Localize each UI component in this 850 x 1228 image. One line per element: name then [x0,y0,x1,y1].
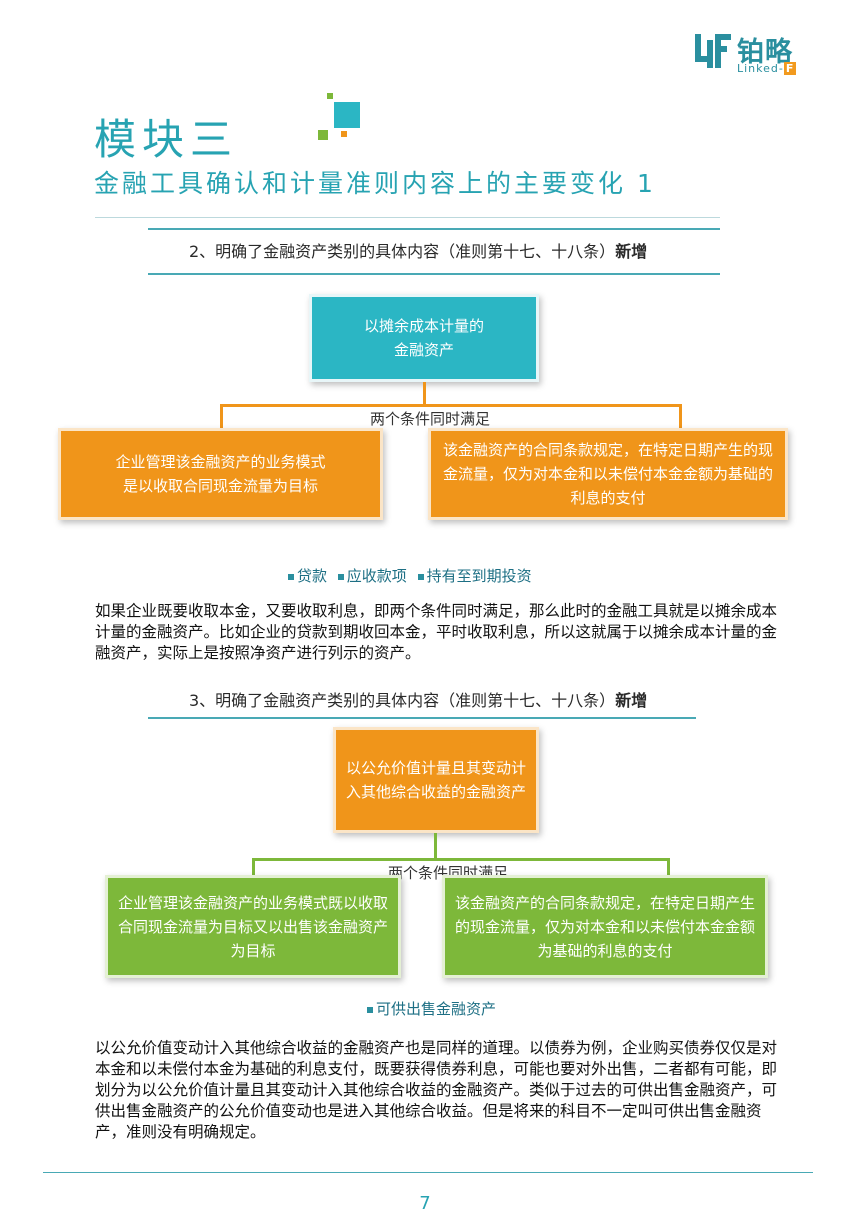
section2-bottom-rule [148,717,696,719]
connector-line [252,858,255,876]
contract-terms-box-2: 该金融资产的合同条款规定，在特定日期产生的现金流量，仅为对本金和以未偿付本金金额… [442,875,768,978]
decor-square [318,130,328,140]
fvoci-box: 以公允价值计量且其变动计入其他综合收益的金融资产 [333,727,539,833]
business-model-box: 企业管理该金融资产的业务模式 是以收取合同现金流量为目标 [58,428,383,520]
logo-name-en: Linked-F [737,62,797,75]
section1-paragraph: 如果企业既要收取本金，又要收取利息，即两个条件同时满足，那么此时的金融工具就是以… [95,602,778,662]
tag-item: 贷款 [288,567,327,585]
section1-condition-label: 两个条件同时满足 [370,410,491,428]
amortized-cost-box: 以摊余成本计量的 金融资产 [309,294,539,382]
linked-f-logo-icon [695,34,731,68]
section1-bottom-rule [148,273,720,275]
section1-title: 2、明确了金融资产类别的具体内容（准则第十七、十八条）新增 [189,242,648,261]
module-title: 模块三 [94,115,239,164]
connector-line [434,833,437,859]
logo-name-cn: 铂略 [737,37,793,68]
tag-item: 持有至到期投资 [417,567,532,585]
section2-title: 3、明确了金融资产类别的具体内容（准则第十七、十八条）新增 [189,691,648,710]
brand-logo: 铂略 Linked-F [693,30,823,78]
connector-line [220,404,223,430]
section1-top-rule [148,228,720,230]
connector-line [679,404,682,430]
decor-square [334,102,360,128]
business-model-box-2: 企业管理该金融资产的业务模式既以收取合同现金流量为目标又以出售该金融资产为目标 [105,875,401,978]
page-number: 7 [419,1193,431,1214]
connector-line [220,404,682,407]
section2-paragraph: 以公允价值变动计入其他综合收益的金融资产也是同样的道理。以债券为例，企业购买债券… [95,1039,778,1141]
footer-divider [43,1172,813,1173]
connector-line [423,382,426,406]
connector-line [667,858,670,876]
page-heading: 金融工具确认和计量准则内容上的主要变化 1 [94,169,656,198]
contract-terms-box: 该金融资产的合同条款规定，在特定日期产生的现金流量，仅为对本金和以未偿付本金金额… [428,428,788,520]
decor-square [327,93,333,99]
tag-item: 可供出售金融资产 [367,1000,496,1018]
tag-item: 应收款项 [337,567,407,585]
connector-line [252,858,670,861]
heading-divider [95,217,720,218]
section2-tags: 可供出售金融资产 [367,998,496,1019]
decor-square [341,131,347,137]
section1-tags: 贷款 应收款项 持有至到期投资 [288,565,532,586]
